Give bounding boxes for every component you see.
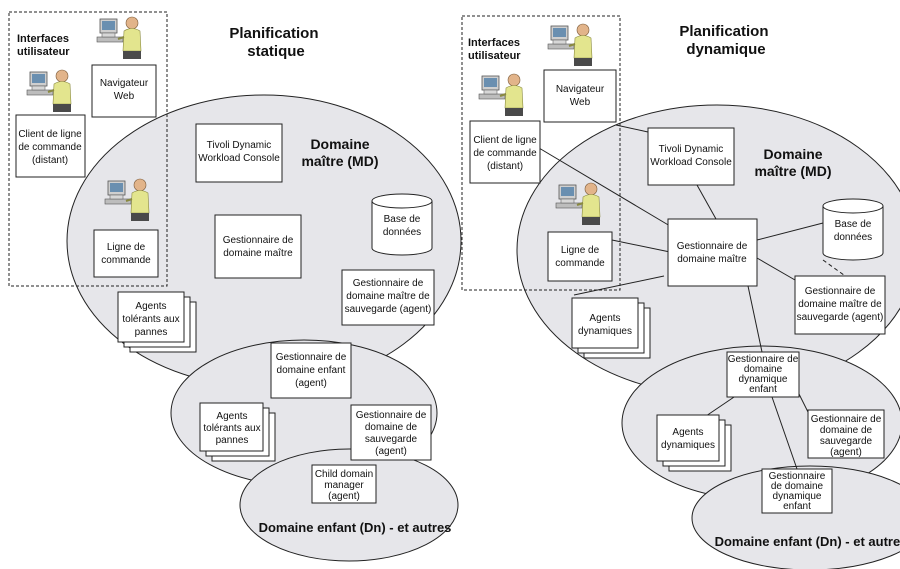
left-user-interfaces-label: Interfaces utilisateur bbox=[17, 33, 72, 58]
right-dn-domain-ellipse bbox=[691, 465, 900, 569]
right-user-interfaces-frame bbox=[461, 15, 621, 291]
left-user-interfaces-frame bbox=[8, 11, 168, 287]
right-title: Planification dynamique bbox=[679, 23, 772, 58]
right-user-interfaces-label: Interfaces utilisateur bbox=[468, 37, 523, 62]
left-diagram: Planification statique Interfaces utilis… bbox=[8, 11, 462, 562]
left-remote-cli-user-icon bbox=[26, 69, 72, 113]
right-child-domain-label: Domaine enfant (Dn) - et autres bbox=[715, 534, 900, 549]
left-dn-domain-ellipse bbox=[239, 448, 459, 562]
right-remote-cli-user-icon bbox=[478, 73, 524, 117]
left-child-domain-label: Domaine enfant (Dn) - et autres bbox=[259, 520, 452, 535]
left-title: Planification statique bbox=[229, 25, 322, 60]
left-browser-user-icon bbox=[96, 16, 142, 60]
right-connectors bbox=[538, 124, 856, 470]
right-diagram: Planification dynamique Interfaces utili… bbox=[461, 15, 900, 569]
right-browser-user-icon bbox=[547, 23, 593, 67]
